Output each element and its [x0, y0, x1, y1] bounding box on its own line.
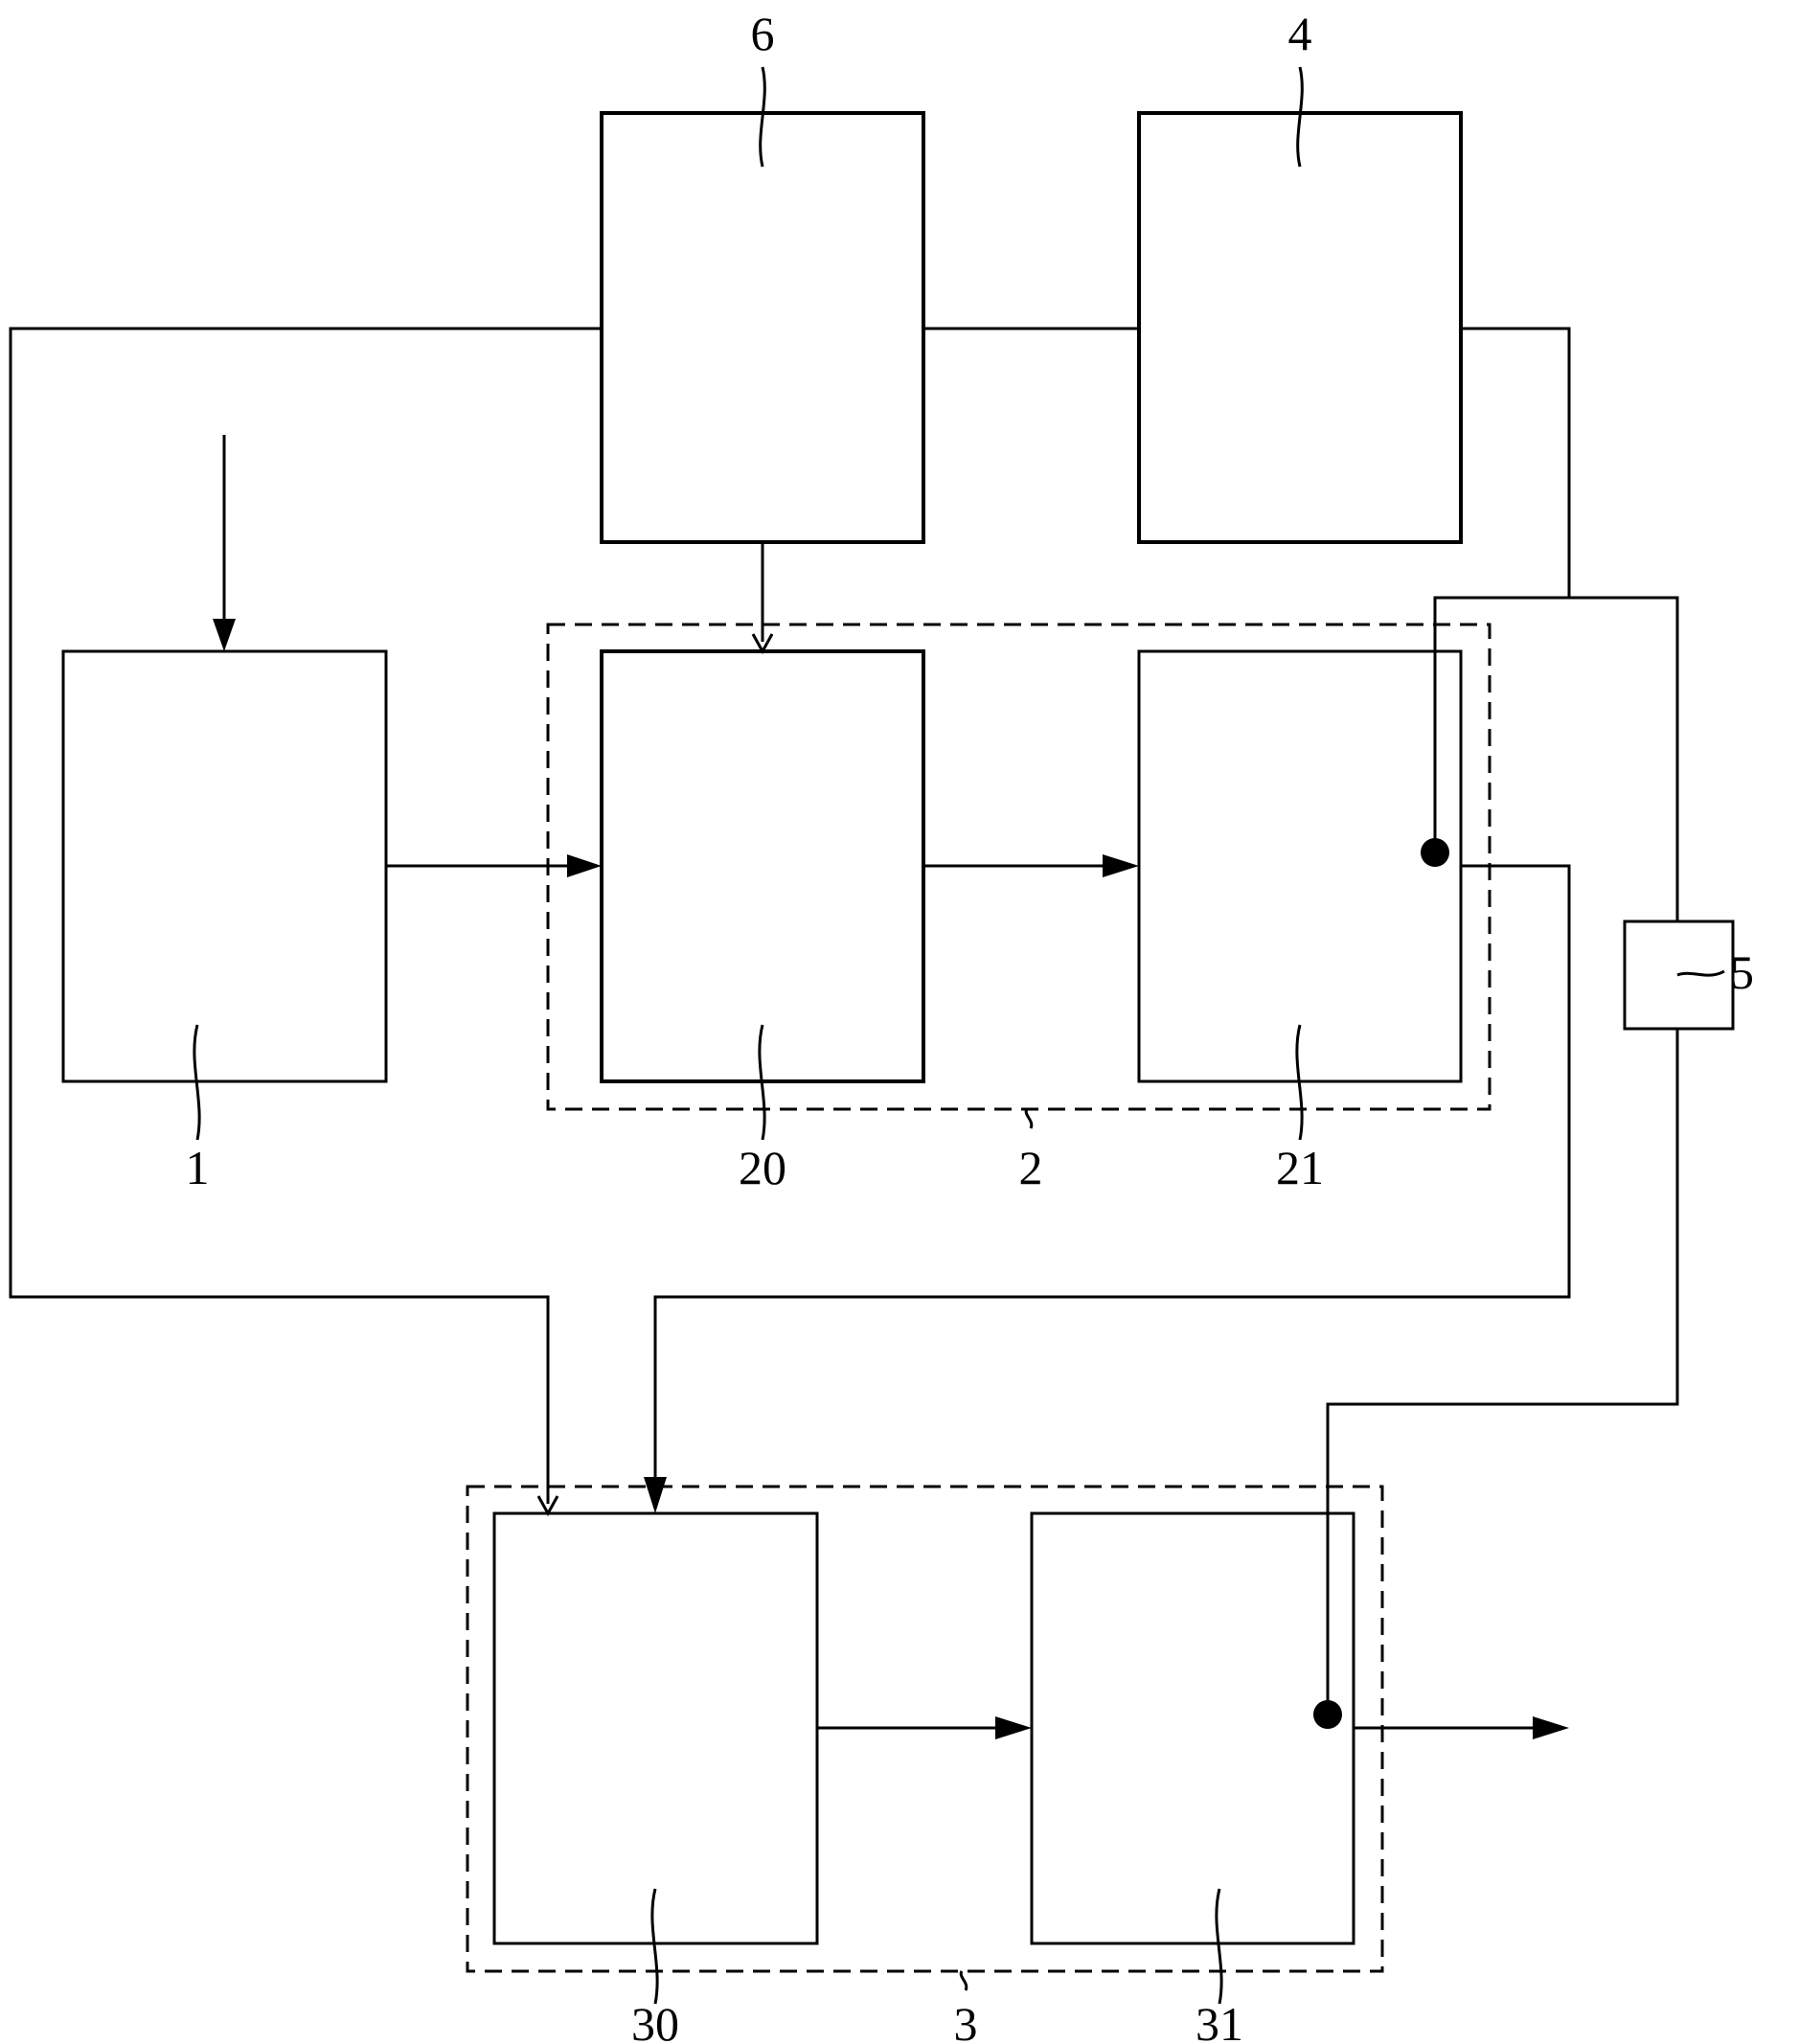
wire-bus-to-21-dot [1433, 596, 1679, 921]
leader-5 [1676, 969, 1725, 977]
label-30: 30 [631, 1997, 679, 2044]
arrowhead-20-left [567, 854, 602, 877]
label-6: 6 [751, 7, 775, 60]
leader-30 [650, 1888, 659, 2005]
block-20 [600, 649, 925, 1083]
block-6 [600, 111, 925, 544]
block-30 [492, 1511, 819, 1945]
arrowhead-30-top [644, 1477, 667, 1513]
arrowhead-31-left [995, 1716, 1032, 1739]
leader-31 [1215, 1888, 1223, 2005]
arrowhead-open-20-top [751, 633, 774, 655]
arrowhead-21-left [1103, 854, 1139, 877]
label-2: 2 [1019, 1141, 1043, 1194]
arrowhead-open-30-left [536, 1495, 559, 1517]
label-1: 1 [186, 1141, 210, 1194]
leader-2 [1024, 1108, 1034, 1129]
leader-21 [1295, 1024, 1304, 1141]
leader-6 [759, 66, 766, 168]
leader-20 [758, 1024, 766, 1141]
wire-4-to-bus [1461, 327, 1571, 598]
label-5: 5 [1730, 945, 1754, 999]
label-4: 4 [1288, 7, 1312, 60]
leader-3 [959, 1970, 968, 1991]
label-31: 31 [1196, 1997, 1243, 2044]
block-4 [1137, 111, 1463, 544]
block-1 [61, 649, 388, 1083]
wire-6-to-30 [9, 327, 602, 1504]
label-20: 20 [739, 1141, 786, 1194]
wire-21-to-30 [653, 864, 1571, 1481]
leader-1 [193, 1024, 201, 1141]
junction-dot-31 [1313, 1700, 1342, 1729]
leader-4 [1296, 66, 1304, 168]
block-31 [1030, 1511, 1355, 1945]
arrowhead-output [1533, 1716, 1569, 1739]
label-21: 21 [1276, 1141, 1324, 1194]
junction-dot-21 [1421, 838, 1449, 867]
arrowhead-1-top [213, 619, 236, 651]
block-21 [1137, 649, 1463, 1083]
wire-5-to-31-dot [1326, 1029, 1679, 1715]
label-3: 3 [954, 1997, 978, 2044]
